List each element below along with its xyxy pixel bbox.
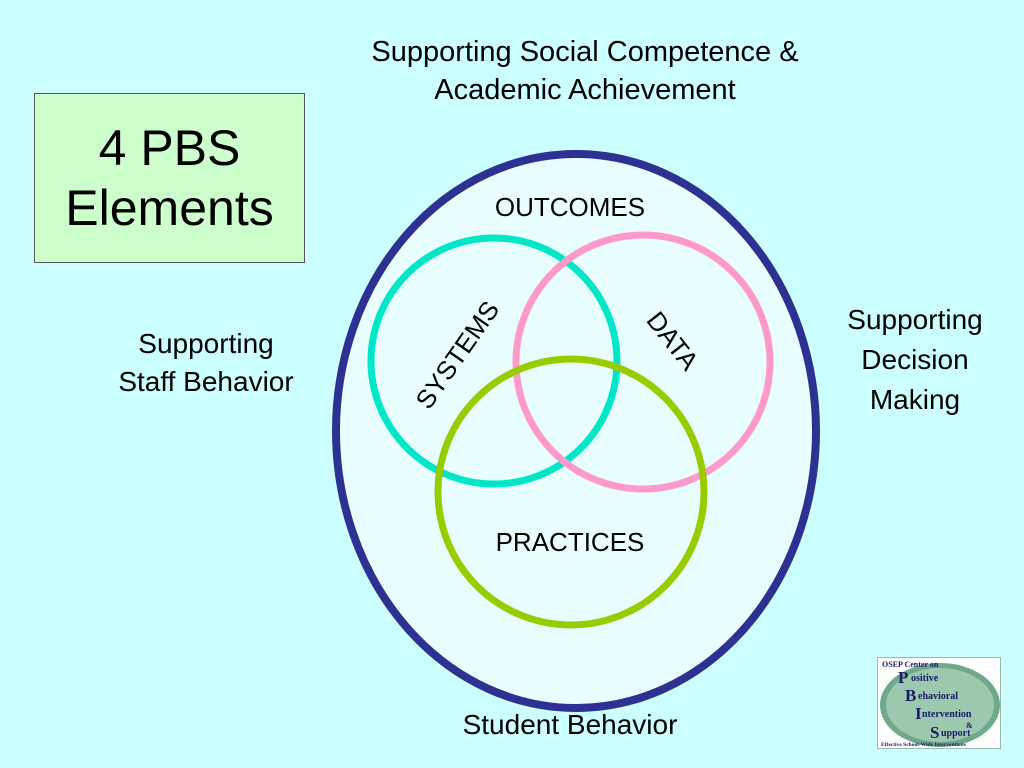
outcomes-outer-circle (332, 150, 820, 712)
label-bottom-line-2: Student Behavior (462, 709, 678, 740)
logo-footer: Effective School-Wide Interventions (881, 742, 966, 748)
title-line-2: Elements (65, 180, 274, 236)
title-box: 4 PBS Elements (34, 93, 305, 263)
title-line-1: 4 PBS (98, 120, 241, 176)
logo-support: upport (941, 728, 971, 739)
logo-header: OSEP Center on (882, 660, 939, 669)
pbis-logo-graphic: OSEP Center on P ositive B ehavioral I n… (878, 658, 1000, 748)
label-top-line-1: Supporting Social Competence & (371, 36, 799, 68)
svg-text:P: P (898, 668, 908, 687)
data-circle (512, 231, 774, 493)
label-right-line-1: Supporting (847, 304, 983, 335)
systems-circle (367, 234, 621, 488)
label-decision-making: Supporting Decision Making (820, 300, 1010, 420)
label-right-line-2: Decision (861, 344, 969, 375)
practices-label: PRACTICES (496, 527, 645, 557)
svg-text:S: S (930, 723, 939, 742)
practices-circle (434, 355, 708, 629)
pbis-logo: OSEP Center on P ositive B ehavioral I n… (877, 657, 1001, 749)
logo-intervention: ntervention (922, 709, 972, 720)
label-top-line-2: Academic Achievement (434, 74, 736, 106)
logo-behavioral: ehavioral (918, 691, 958, 702)
label-staff-behavior: Supporting Staff Behavior (95, 325, 317, 401)
label-left-line-2: Staff Behavior (118, 366, 294, 397)
svg-text:B: B (905, 686, 916, 705)
outcomes-label: OUTCOMES (495, 192, 645, 222)
logo-ampersand: & (966, 721, 973, 730)
label-right-line-3: Making (869, 384, 961, 415)
logo-positive: ositive (911, 673, 939, 684)
label-left-line-1: Supporting (138, 328, 274, 359)
svg-text:I: I (915, 704, 922, 723)
label-social-competence: Supporting Social Competence & Academic … (320, 33, 850, 109)
